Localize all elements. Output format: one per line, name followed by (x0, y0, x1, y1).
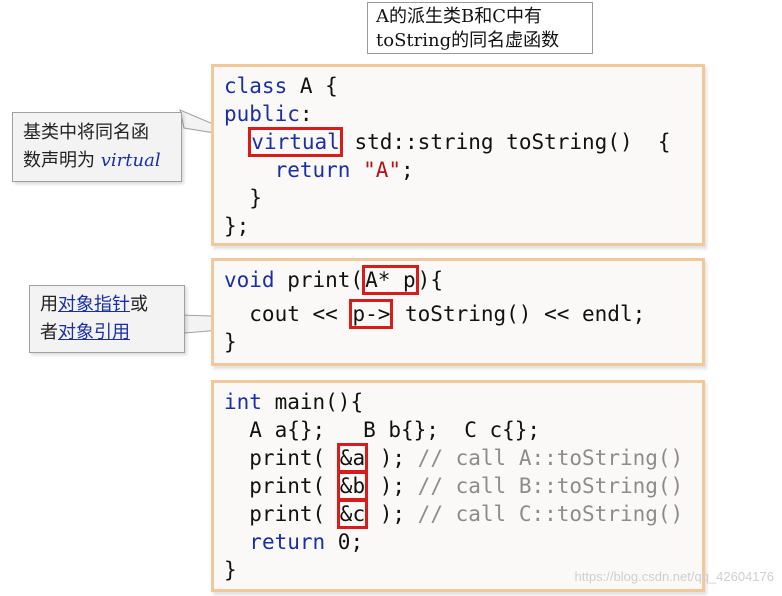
callout-virtual: 基类中将同名函 数声明为 virtual (12, 112, 182, 182)
keyword: return (274, 158, 351, 182)
callout-text: 用 (40, 294, 58, 315)
code-line: int main(){ (224, 388, 702, 416)
code-line: cout << p-> toString() << endl; (224, 299, 702, 329)
code-line: void print(A* p){ (224, 265, 702, 295)
object-pointer-term: 对象指针 (58, 294, 130, 315)
callout-pointer-reference: 用对象指针或 者对象引用 (29, 285, 185, 353)
code-comment: // call A::toString() (417, 446, 684, 470)
code-line: public: (224, 100, 702, 128)
virtual-keyword-highlight: virtual (248, 127, 343, 157)
main-function-code-box: int main(){ A a{}; B b{}; C c{}; print( … (211, 380, 705, 592)
watermark: https://blog.csdn.net/qq_42604176 (574, 569, 775, 584)
code-line: class A { (224, 72, 702, 100)
code-comment: // call B::toString() (417, 474, 684, 498)
code-text: ; (401, 158, 414, 182)
code-text: std::string toString() { (341, 130, 671, 154)
pointer-param-highlight: A* p (362, 265, 419, 295)
indent (224, 158, 275, 182)
indent (224, 130, 249, 154)
code-line: virtual std::string toString() { (224, 127, 702, 157)
code-comment: // call C::toString() (417, 502, 684, 526)
derived-note-line2: toString的同名虚函数 (376, 30, 560, 51)
callout-text: 数声明为 (23, 150, 101, 171)
code-text: print( (274, 268, 364, 292)
keyword: int (224, 390, 262, 414)
code-line: }; (224, 214, 250, 238)
callout-virtual-line1: 基类中将同名函 (23, 122, 149, 143)
code-text: ); (367, 502, 418, 526)
code-text: print( (224, 446, 338, 470)
code-text: print( (224, 474, 338, 498)
code-line: return 0; (224, 528, 702, 556)
code-text: ){ (417, 268, 443, 292)
address-a-highlight: &a (336, 443, 369, 473)
code-line: print( &a ); // call A::toString() (224, 443, 702, 473)
virtual-emphasis: virtual (100, 150, 161, 171)
derived-note-line1: A的派生类B和C中有 (376, 6, 542, 27)
print-function-code-box: void print(A* p){ cout << p-> toString()… (211, 258, 705, 366)
code-line: } (224, 186, 262, 210)
keyword: class (224, 74, 288, 98)
callout-text: 或 (130, 294, 148, 315)
code-line: A a{}; B b{}; C c{}; (224, 418, 541, 442)
callout-virtual-line2: 数声明为 virtual (23, 147, 181, 175)
class-a-code-box: class A { public: virtual std::string to… (211, 64, 705, 246)
code-text (350, 158, 363, 182)
callout-pointer-line1: 用对象指针或 (40, 291, 184, 319)
code-line: print( &c ); // call C::toString() (224, 499, 702, 529)
string-literal: "A" (363, 158, 402, 182)
derived-class-note: A的派生类B和C中有 toString的同名虚函数 (367, 2, 593, 54)
code-text: toString() << endl; (392, 302, 646, 326)
code-line: } (224, 558, 237, 582)
code-line: print( &b ); // call B::toString() (224, 471, 702, 501)
code-text: ); (367, 446, 418, 470)
callout-pointer-line2: 者对象引用 (40, 319, 184, 347)
keyword: public (224, 102, 300, 126)
code-text: 0; (325, 530, 364, 554)
code-text: : (299, 102, 313, 126)
code-text: ); (367, 474, 418, 498)
code-line: } (224, 330, 237, 354)
code-text: main(){ (261, 390, 364, 414)
arrow-operator-highlight: p-> (349, 299, 394, 329)
object-reference-term: 对象引用 (58, 322, 130, 343)
code-text: cout << (224, 302, 351, 326)
indent (224, 530, 249, 554)
keyword: void (224, 268, 275, 292)
code-text: A { (287, 74, 338, 98)
code-text: print( (224, 502, 338, 526)
code-line: return "A"; (224, 156, 702, 184)
address-c-highlight: &c (336, 499, 369, 529)
keyword: return (249, 530, 326, 554)
callout-text: 者 (40, 322, 58, 343)
address-b-highlight: &b (336, 471, 369, 501)
